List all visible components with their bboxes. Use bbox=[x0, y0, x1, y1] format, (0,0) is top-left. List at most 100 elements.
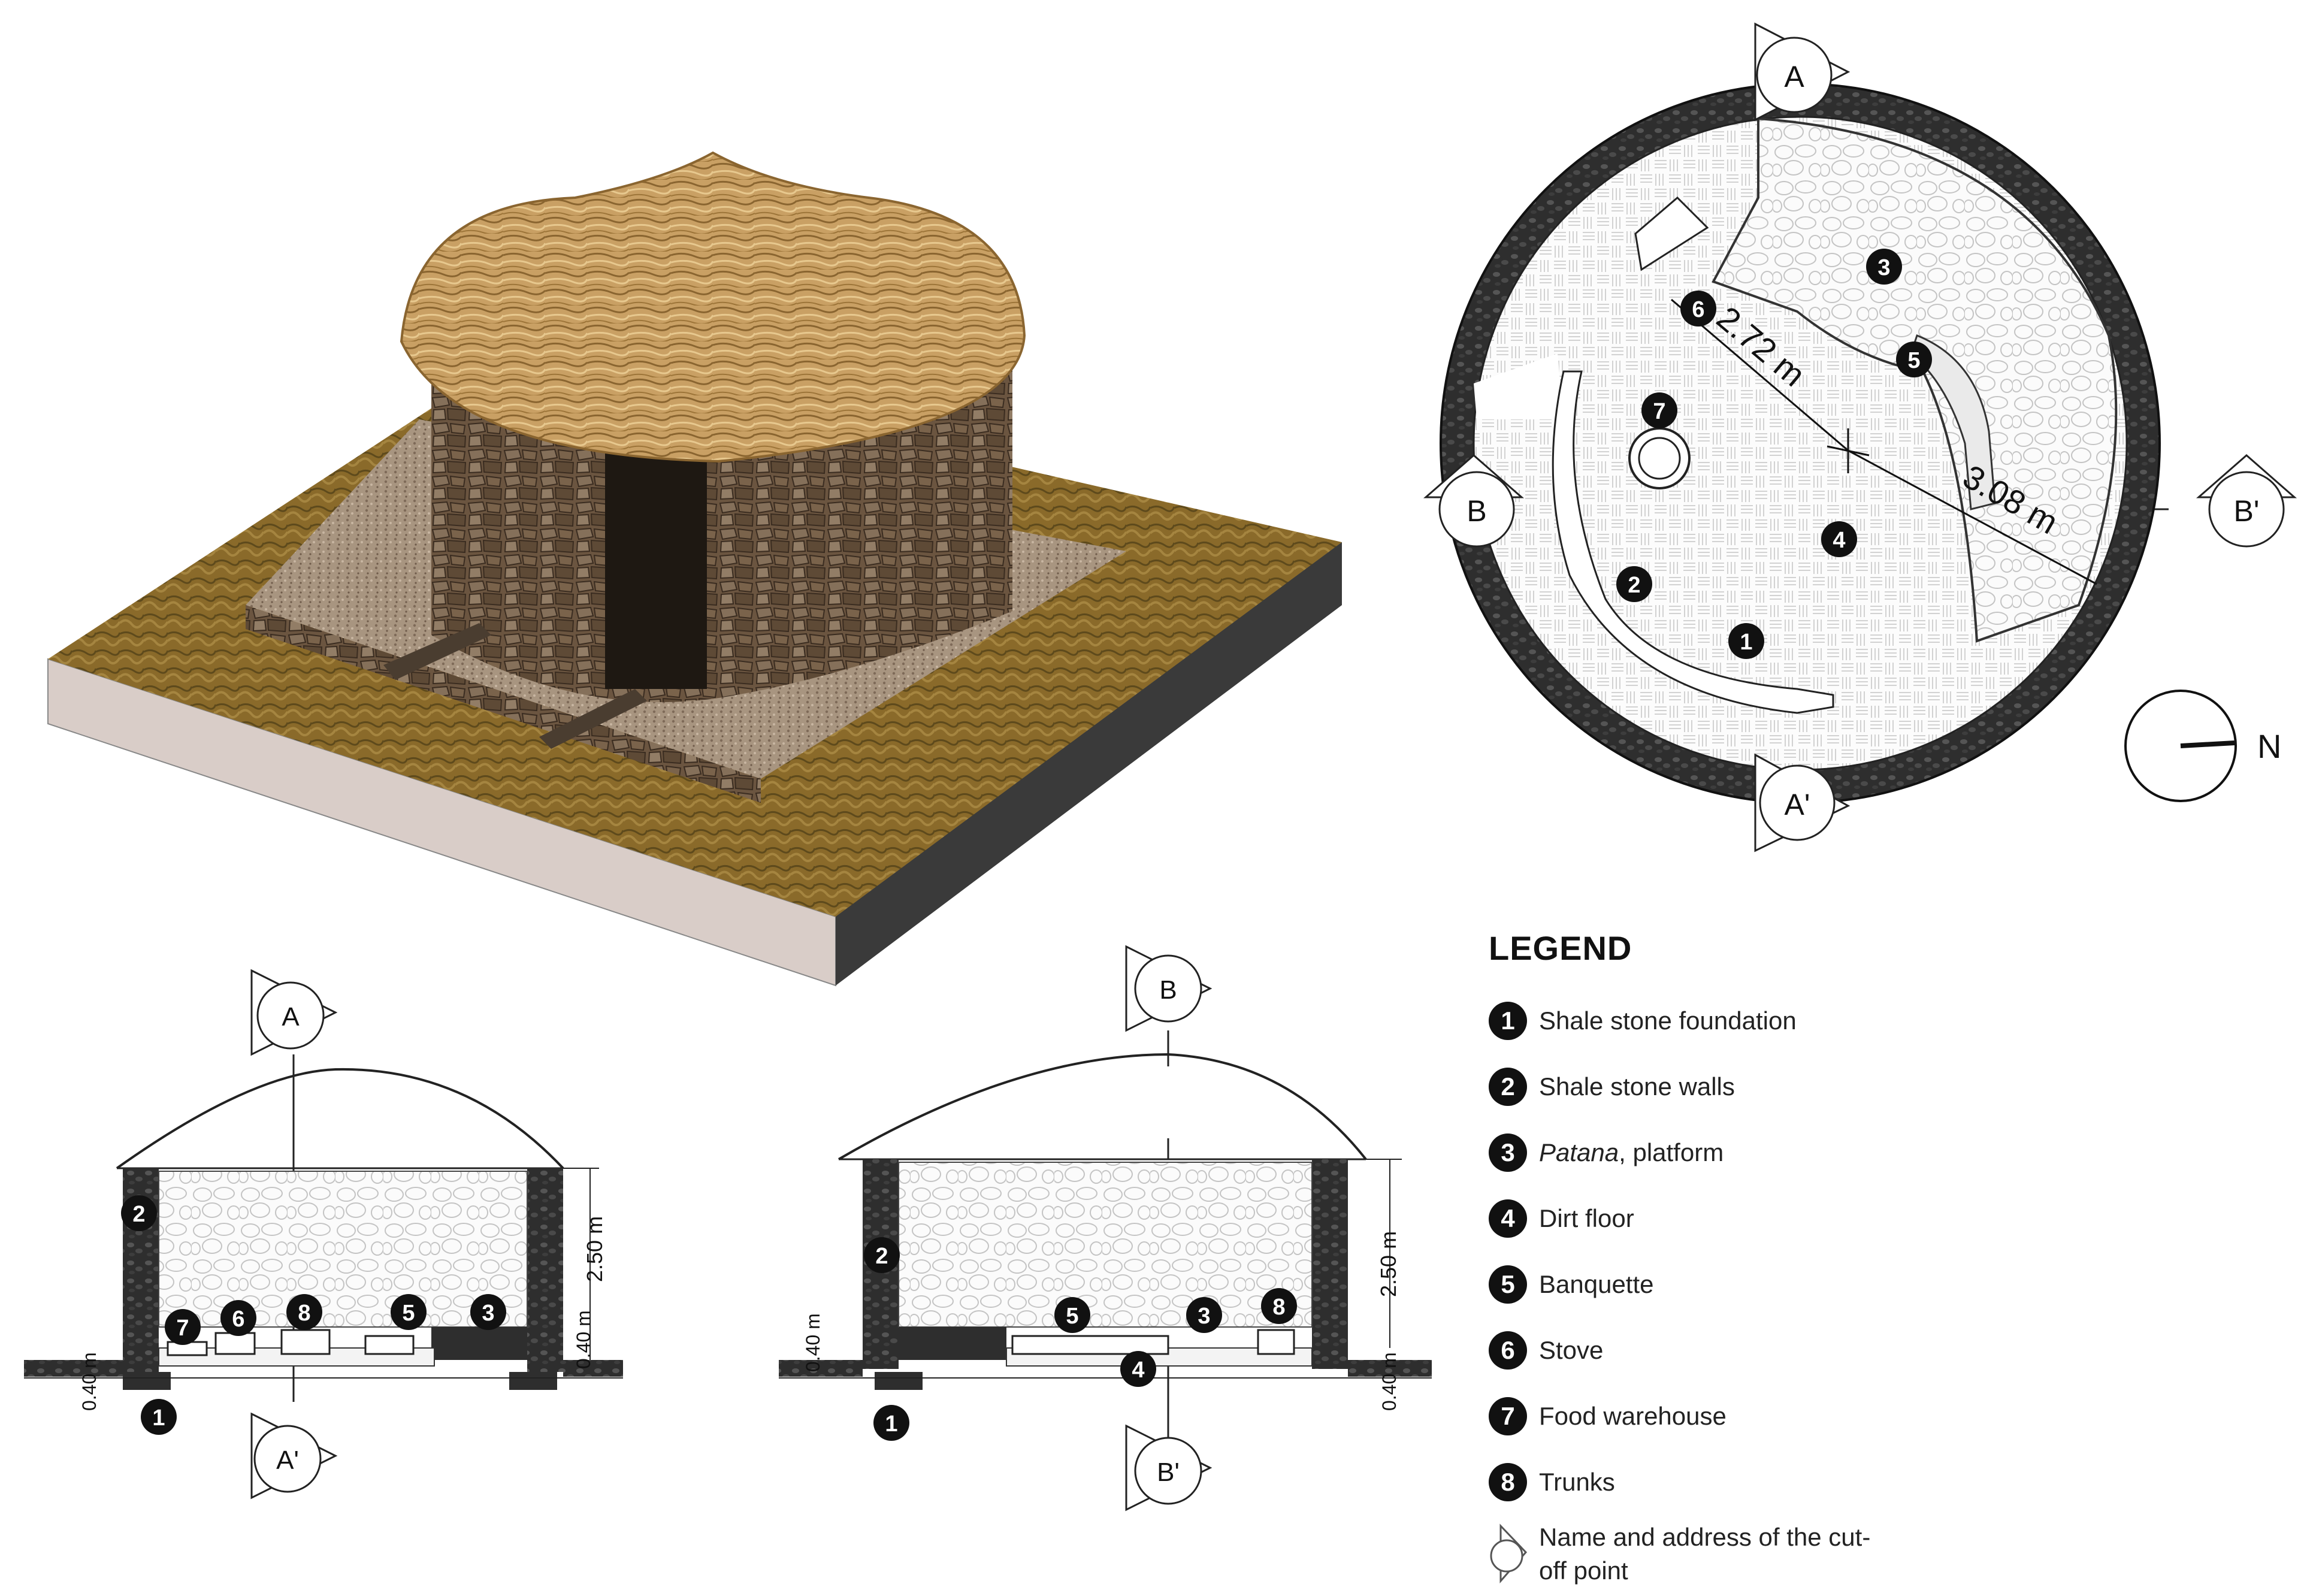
section-b: B 2.50 m 0.40 m 0.40 m B' 2 5 3 8 4 1 bbox=[779, 945, 1432, 1512]
svg-text:6: 6 bbox=[232, 1307, 244, 1332]
marker-a-top: A bbox=[1754, 22, 1851, 122]
svg-text:1: 1 bbox=[1740, 630, 1752, 655]
banquette bbox=[1910, 334, 1996, 510]
step-right bbox=[539, 689, 647, 749]
section-b-ground-left bbox=[779, 1360, 863, 1377]
svg-text:1: 1 bbox=[885, 1411, 897, 1437]
section-a-label-5: 5 bbox=[391, 1294, 427, 1330]
section-b-label-8: 8 bbox=[1261, 1288, 1297, 1324]
section-a-marker-top: A bbox=[282, 1002, 300, 1032]
section-a-roof bbox=[116, 1068, 564, 1169]
plan-label-5: 5 bbox=[1896, 341, 1932, 377]
marker-b-left-label: B bbox=[1467, 494, 1486, 528]
legend-suffix: , platform bbox=[1619, 1138, 1724, 1166]
legend-item: 6 Stove bbox=[1489, 1317, 2267, 1383]
legend-item-marker: Name and address of the cut-off point bbox=[1489, 1515, 2267, 1593]
section-b-foundation-dim: 0.40 m bbox=[1378, 1352, 1400, 1411]
plan-label-2: 2 bbox=[1616, 566, 1652, 602]
svg-text:3: 3 bbox=[1198, 1304, 1210, 1329]
section-a-height-dim: 2.50 m bbox=[582, 1216, 607, 1282]
section-b-platform bbox=[899, 1327, 1006, 1360]
platform-edge bbox=[246, 605, 761, 803]
section-b-marker-top: B bbox=[1159, 975, 1177, 1005]
section-a-label-3: 3 bbox=[470, 1294, 506, 1330]
marker-b-left: B bbox=[1423, 454, 1524, 548]
legend-item: 8 Trunks bbox=[1489, 1449, 2267, 1515]
legend-text: Banquette bbox=[1539, 1270, 1654, 1298]
legend-item: 4 Dirt floor bbox=[1489, 1186, 2267, 1252]
plan-label-1: 1 bbox=[1728, 623, 1764, 659]
section-b-roof bbox=[837, 1053, 1367, 1160]
svg-text:4: 4 bbox=[1833, 528, 1845, 553]
legend-number: 5 bbox=[1489, 1265, 1527, 1304]
section-a-foundation bbox=[123, 1372, 171, 1390]
section-a-label-6: 6 bbox=[220, 1300, 256, 1336]
door-gap-left bbox=[1474, 353, 1564, 419]
svg-text:8: 8 bbox=[298, 1301, 310, 1326]
inner-bench bbox=[1552, 370, 1834, 714]
marker-a-bottom: A' bbox=[1754, 753, 1851, 853]
legend-number: 4 bbox=[1489, 1199, 1527, 1238]
section-b-wall-right bbox=[1312, 1159, 1348, 1369]
section-a-ground-left bbox=[24, 1360, 123, 1377]
legend-marker-text: Name and address of the cut-off point bbox=[1539, 1523, 1871, 1585]
section-b-label-3: 3 bbox=[1186, 1297, 1222, 1333]
hut-roof bbox=[400, 151, 1026, 463]
section-a-interior bbox=[158, 1171, 528, 1328]
svg-text:8: 8 bbox=[1272, 1295, 1285, 1320]
plan-label-3: 3 bbox=[1866, 249, 1902, 285]
legend-number: 7 bbox=[1489, 1397, 1527, 1435]
legend-item: 7 Food warehouse bbox=[1489, 1383, 2267, 1449]
food-warehouse-inner bbox=[1638, 437, 1681, 480]
section-b-label-4: 4 bbox=[1120, 1351, 1156, 1387]
plan-label-6: 6 bbox=[1680, 291, 1716, 327]
legend-text: Shale stone walls bbox=[1539, 1072, 1735, 1101]
marker-a-top-label: A bbox=[1784, 60, 1804, 93]
hut-render bbox=[47, 151, 1342, 987]
section-b-label-5: 5 bbox=[1054, 1297, 1090, 1333]
svg-text:3: 3 bbox=[482, 1301, 494, 1326]
section-b-platform-dim: 0.40 m bbox=[802, 1313, 824, 1372]
svg-text:1: 1 bbox=[152, 1405, 165, 1431]
marker-b-right: B' bbox=[2196, 454, 2297, 548]
svg-text:2: 2 bbox=[1628, 573, 1640, 598]
section-a-platform bbox=[431, 1327, 527, 1360]
legend-item: 3 Patana, platform bbox=[1489, 1120, 2267, 1186]
legend-item: 2 Shale stone walls bbox=[1489, 1054, 2267, 1120]
svg-text:6: 6 bbox=[1692, 297, 1704, 322]
section-a-platform-dim: 0.40 m bbox=[573, 1310, 594, 1369]
svg-text:5: 5 bbox=[1907, 348, 1920, 373]
legend-text: Dirt floor bbox=[1539, 1204, 1634, 1232]
section-a-label-2: 2 bbox=[121, 1195, 157, 1231]
section-a-label-7: 7 bbox=[165, 1309, 201, 1345]
legend-number: 8 bbox=[1489, 1463, 1527, 1501]
marker-a-bottom-label: A' bbox=[1785, 788, 1810, 821]
svg-text:4: 4 bbox=[1132, 1358, 1144, 1383]
section-a-foundation-dim: 0.40 m bbox=[78, 1352, 100, 1411]
section-a: A 2.50 m 0.40 m 0.40 m A' 2 bbox=[24, 969, 623, 1500]
step-left bbox=[383, 623, 491, 680]
legend-title: LEGEND bbox=[1489, 929, 1632, 967]
plan-label-7: 7 bbox=[1641, 392, 1677, 428]
section-a-marker-bottom: A' bbox=[276, 1446, 299, 1475]
legend-italic: Patana bbox=[1539, 1138, 1619, 1166]
svg-text:5: 5 bbox=[402, 1301, 415, 1326]
legend-text: Food warehouse bbox=[1539, 1402, 1727, 1430]
section-a-label-8: 8 bbox=[286, 1294, 322, 1330]
marker-b-right-label: B' bbox=[2234, 494, 2260, 528]
base-slab-right bbox=[836, 542, 1342, 986]
legend: LEGEND 1 Shale stone foundation 2 Shale … bbox=[1489, 929, 2267, 1588]
legend-text: Patana, platform bbox=[1539, 1138, 1724, 1167]
section-b-height-dim: 2.50 m bbox=[1376, 1231, 1401, 1297]
svg-text:7: 7 bbox=[1653, 399, 1665, 424]
svg-text:2: 2 bbox=[132, 1202, 145, 1227]
svg-text:7: 7 bbox=[176, 1316, 189, 1341]
section-a-ground-right bbox=[563, 1360, 623, 1377]
north-label: N bbox=[2257, 727, 2281, 765]
legend-item: 1 Shale stone foundation bbox=[1489, 988, 2267, 1054]
section-b-interior bbox=[898, 1162, 1313, 1328]
cut-off-marker-icon bbox=[1490, 1524, 1528, 1583]
section-a-label-1: 1 bbox=[141, 1399, 177, 1435]
legend-item: 5 Banquette bbox=[1489, 1252, 2267, 1317]
section-b-marker-bottom: B' bbox=[1157, 1458, 1180, 1487]
